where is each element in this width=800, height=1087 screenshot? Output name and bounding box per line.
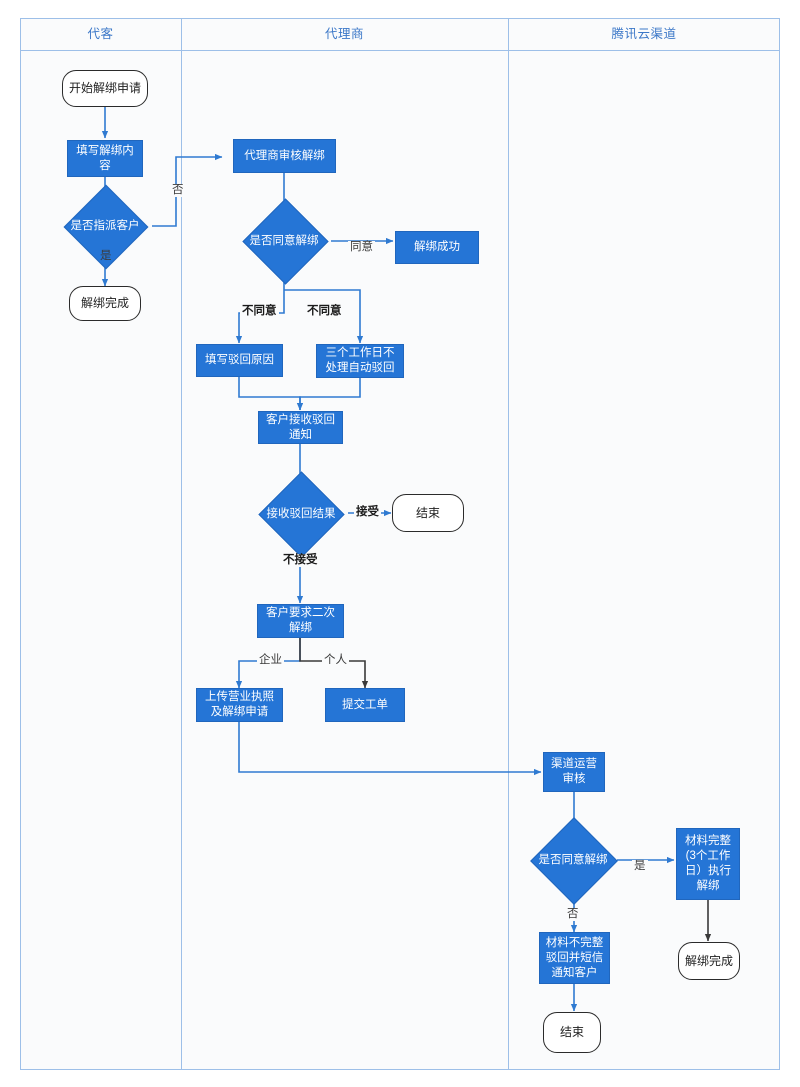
node-unbind-done-right[interactable]: 解绑完成 <box>678 942 740 980</box>
edge-label-accept: 接受 <box>354 506 381 519</box>
assign-customer-label: 是否指派客户 <box>70 220 140 232</box>
node-fill-unbind[interactable]: 填写解绑内容 <box>67 140 143 177</box>
lane-title-daike: 代客 <box>87 27 114 41</box>
swimlane-frame <box>20 18 780 1070</box>
lane-title-dailishang: 代理商 <box>324 27 364 41</box>
edge-label-disagree-b: 不同意 <box>305 305 344 318</box>
node-start-apply[interactable]: 开始解绑申请 <box>62 70 148 107</box>
node-fill-reject-reason[interactable]: 填写驳回原因 <box>196 344 283 377</box>
node-auto-reject[interactable]: 三个工作日不处理自动驳回 <box>316 344 404 378</box>
node-assign-customer[interactable]: 是否指派客户 <box>63 184 149 270</box>
node-second-request[interactable]: 客户要求二次解绑 <box>257 604 344 638</box>
node-end-middle[interactable]: 结束 <box>392 494 464 532</box>
accept-result-label: 接收驳回结果 <box>266 507 336 520</box>
edge-label-yes-assign: 是 <box>100 250 112 262</box>
node-material-complete[interactable]: 材料完整(3个工作日）执行解绑 <box>676 828 740 900</box>
edge-label-agree: 同意 <box>348 241 375 254</box>
node-channel-review[interactable]: 渠道运营审核 <box>543 752 605 792</box>
lane-divider-2 <box>508 18 509 1070</box>
agree-unbind-label: 是否同意解绑 <box>249 234 319 247</box>
edge-label-not-accept: 不接受 <box>281 554 320 567</box>
node-end-right[interactable]: 结束 <box>543 1012 601 1053</box>
edge-label-no-assign: 否 <box>170 184 186 197</box>
edge-label-personal: 个人 <box>322 654 349 667</box>
node-agree-unbind[interactable]: 是否同意解绑 <box>242 198 329 285</box>
node-unbind-done-left[interactable]: 解绑完成 <box>69 286 141 321</box>
lane-divider-1 <box>181 18 182 1070</box>
edge-label-no-channel: 否 <box>565 908 581 921</box>
node-agent-review[interactable]: 代理商审核解绑 <box>233 139 336 173</box>
node-customer-notice[interactable]: 客户接收驳回通知 <box>258 411 343 444</box>
edge-label-enterprise: 企业 <box>257 654 284 667</box>
edge-label-disagree-a: 不同意 <box>240 305 279 318</box>
lane-title-tencent: 腾讯云渠道 <box>611 27 677 41</box>
node-agree-unbind2[interactable]: 是否同意解绑 <box>528 817 618 905</box>
edge-label-yes-channel: 是 <box>632 860 648 873</box>
node-upload-license[interactable]: 上传营业执照及解绑申请 <box>196 688 283 722</box>
node-material-incomplete[interactable]: 材料不完整驳回并短信通知客户 <box>539 932 610 984</box>
node-submit-ticket[interactable]: 提交工单 <box>325 688 405 722</box>
node-accept-result[interactable]: 接收驳回结果 <box>254 471 348 558</box>
lane-header-rule <box>20 50 780 51</box>
agree-unbind2-label: 是否同意解绑 <box>538 854 608 866</box>
node-unbind-success[interactable]: 解绑成功 <box>395 231 479 264</box>
